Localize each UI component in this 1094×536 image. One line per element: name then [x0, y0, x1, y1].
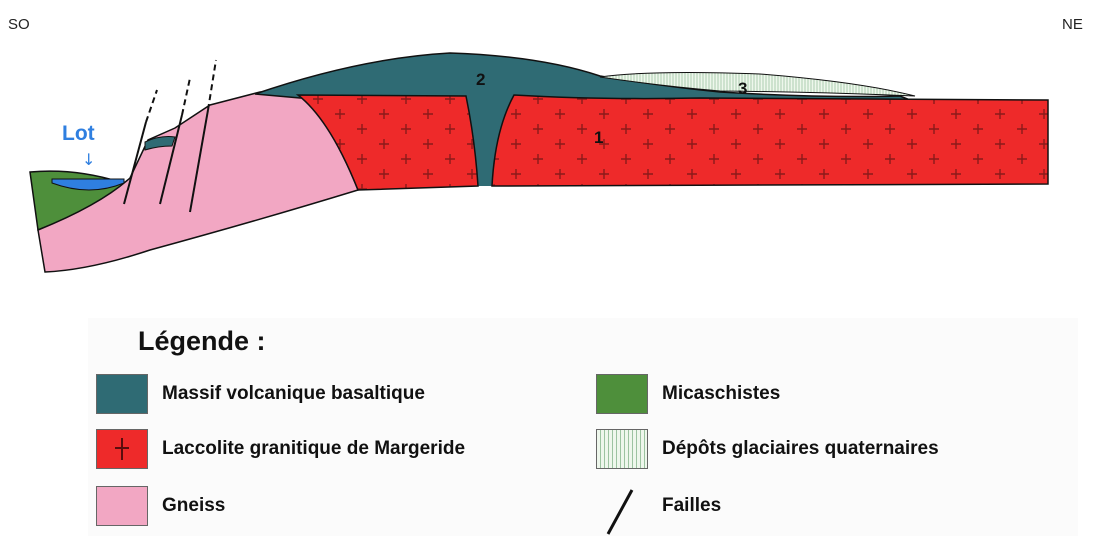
legend-item-micaschist: Micaschistes: [596, 374, 780, 414]
legend-label-micaschist: Micaschistes: [662, 383, 780, 405]
legend-item-glacial: Dépôts glaciaires quaternaires: [596, 429, 939, 469]
unit-number-granite: 1: [594, 128, 603, 147]
legend-title: Légende :: [138, 326, 266, 357]
granite-laccolith-right: [492, 95, 1048, 186]
micaschist-swatch: [596, 374, 648, 414]
legend-label-granite: Laccolite granitique de Margeride: [162, 438, 465, 460]
glacial-swatch: [596, 429, 648, 469]
unit-number-basalt: 2: [476, 70, 485, 89]
unit-number-glacial: 3: [738, 79, 747, 98]
geological-cross-section: Lot ↓ 1 2 3: [0, 0, 1094, 300]
legend-label-glacial: Dépôts glaciaires quaternaires: [662, 438, 939, 460]
lot-river-label: Lot: [62, 122, 95, 145]
legend-label-basalt: Massif volcanique basaltique: [162, 383, 425, 405]
lot-river-arrow: ↓: [82, 150, 95, 169]
legend-item-basalt: Massif volcanique basaltique: [96, 374, 425, 414]
granite-swatch: [96, 429, 148, 469]
legend-item-granite: Laccolite granitique de Margeride: [96, 429, 465, 469]
fault-line-icon: [596, 486, 648, 526]
legend-item-faults: Failles: [596, 486, 721, 526]
basalt-swatch: [96, 374, 148, 414]
legend-label-faults: Failles: [662, 495, 721, 517]
gneiss-swatch: [96, 486, 148, 526]
legend-item-gneiss: Gneiss: [96, 486, 225, 526]
legend-label-gneiss: Gneiss: [162, 495, 225, 517]
